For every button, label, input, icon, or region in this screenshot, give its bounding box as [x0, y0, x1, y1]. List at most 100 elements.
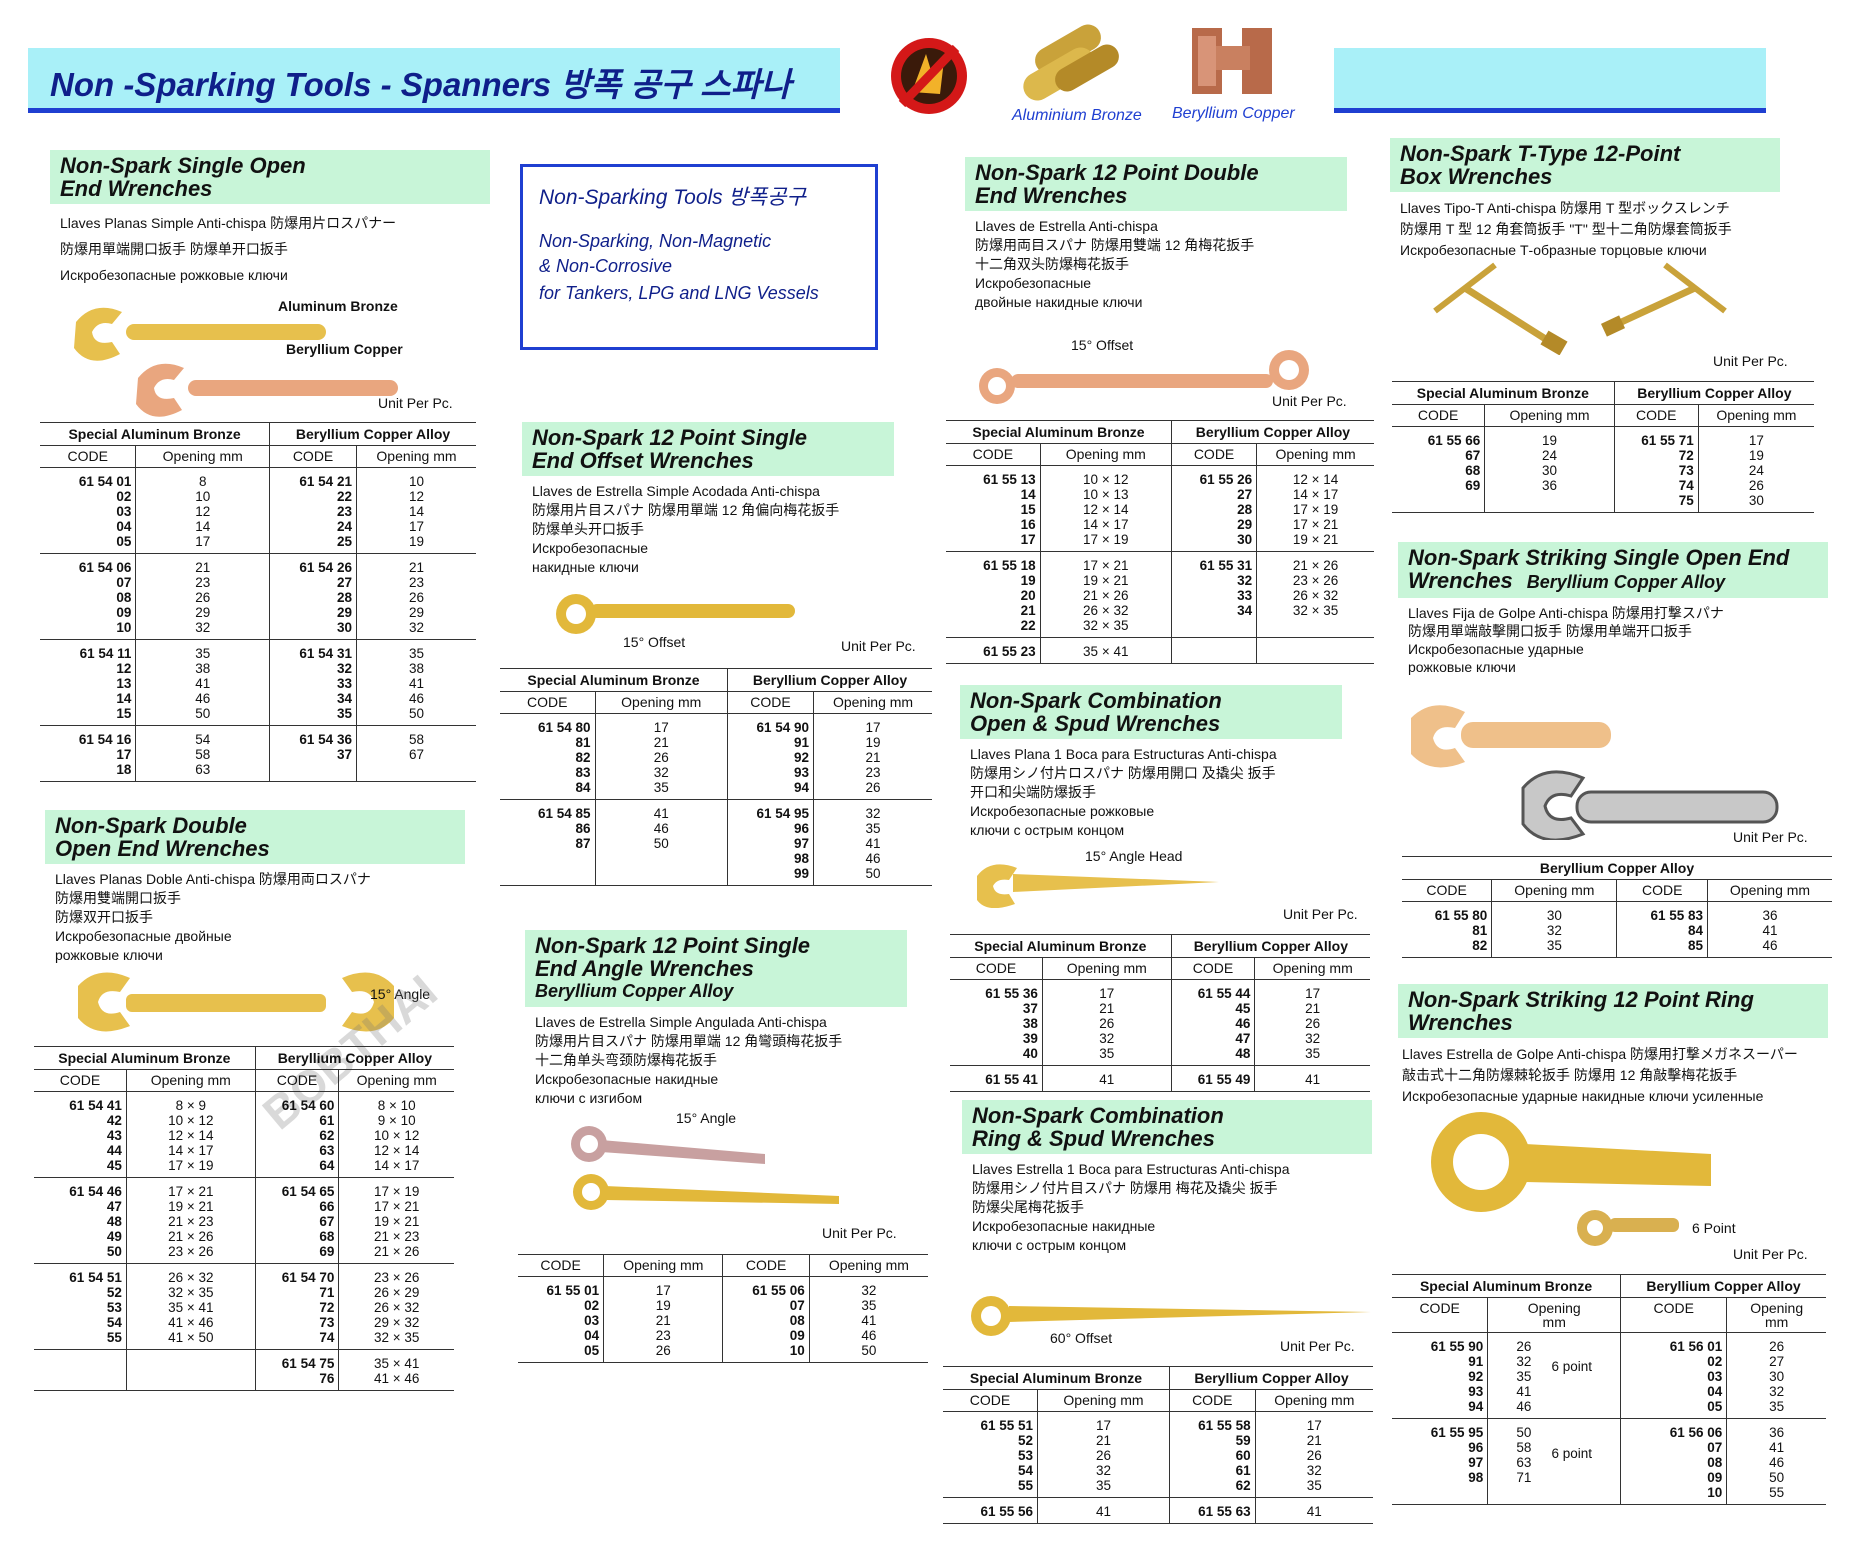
section-12pt-single-angle: Non-Spark 12 Point Single End Angle Wren…: [525, 930, 907, 1108]
cell-opening: 10 12 14 17 19: [355, 467, 476, 554]
cell-opening: [1256, 637, 1374, 664]
cell-opening: 17 19 21 23 26: [603, 1276, 723, 1363]
cell-code: 61 55 80 81 82: [1402, 901, 1492, 958]
open-spud-wrench-image: [977, 864, 1219, 908]
cell-code: 61 54 21 22 23 24 25: [269, 467, 357, 554]
section-description: Llaves Estrella de Golpe Anti-chispa 防爆用…: [1402, 1046, 1798, 1104]
cell-code: 61 55 63: [1168, 1497, 1256, 1524]
cell-opening: 41: [1037, 1497, 1170, 1524]
section-description: Llaves Fija de Golpe Anti-chispa 防爆用打撃スパ…: [1408, 605, 1724, 675]
cell-code: [34, 1349, 127, 1391]
cell-opening: 8 × 9 10 × 12 12 × 14 14 × 17 17 × 19: [125, 1091, 256, 1178]
cell-opening: 21 23 26 29 32: [355, 553, 476, 640]
col-alb: Special Aluminum Bronze: [943, 1366, 1170, 1390]
double-ring-wrench-image: [979, 350, 1309, 404]
cell-code: 61 54 75 76: [254, 1349, 339, 1391]
col-opening: Opening mm: [813, 691, 932, 714]
angle-label: 15° Angle: [676, 1110, 737, 1126]
col-code: CODE: [1392, 1297, 1488, 1333]
col-code: CODE: [269, 445, 357, 468]
cell-code: 61 54 95 96 97 98 99: [726, 799, 814, 886]
col-alb: Special Aluminum Bronze: [40, 422, 270, 446]
cell-opening: 17 21 26 32 35: [594, 713, 728, 800]
double-open-end-wrench-image: [78, 972, 394, 1032]
col-alb: Special Aluminum Bronze: [34, 1046, 256, 1070]
cell-code: 61 55 36 37 38 39 40: [950, 979, 1043, 1066]
col-code: CODE: [1392, 404, 1485, 427]
cell-code: 61 55 66 67 68 69: [1392, 426, 1485, 513]
beryllium-copper-tool-image: [1192, 28, 1272, 94]
cell-opening: 17 19 24 26 30: [1697, 426, 1814, 513]
col-opening: Opening mm: [1487, 1297, 1621, 1333]
section-12pt-double-end: Non-Spark 12 Point Double End Wrenches L…: [965, 157, 1347, 312]
section-title-text: Non-Spark 12 Point Single End Angle Wren…: [535, 933, 811, 981]
cell-opening: 17 21 26 32 35: [1037, 1411, 1170, 1498]
cell-opening: 32 35 41 46 50: [813, 799, 932, 886]
col-opening: Opening mm: [808, 1254, 928, 1277]
cell-opening: 23 × 26 26 × 29 26 × 32 29 × 32 32 × 35: [338, 1263, 454, 1350]
aluminium-bronze-bars-image: [1023, 24, 1119, 101]
cell-code: [1170, 637, 1257, 664]
cell-opening: 32 35 41 46 50: [808, 1276, 928, 1363]
col-code: CODE: [40, 445, 136, 468]
col-opening: Opening mm: [1707, 879, 1832, 902]
col-code: CODE: [1620, 1297, 1727, 1333]
col-opening: Opening mm: [594, 691, 728, 714]
section-title: Non-Spark 12 Point Double End Wrenches: [965, 157, 1347, 211]
cell-code: 61 54 60 61 62 63 64: [254, 1091, 339, 1178]
cell-code: 61 55 01 02 03 04 05: [518, 1276, 604, 1363]
cell-code: 61 54 90 91 92 93 94: [726, 713, 814, 800]
info-box-line2: & Non-Corrosive: [539, 256, 673, 276]
col-opening: Opening mm: [1254, 957, 1370, 980]
cell-code: 61 55 31 32 33 34: [1170, 551, 1257, 638]
cell-opening: 19 24 30 36: [1484, 426, 1615, 513]
col-opening: Opening mm: [603, 1254, 723, 1277]
col-becu: Beryllium Copper Alloy: [254, 1046, 454, 1070]
cell-opening: 58 67: [355, 725, 476, 782]
t-type-box-wrench-image: [1433, 262, 1727, 355]
beryllium-copper-label: Beryllium Copper: [1172, 105, 1295, 122]
cell-opening-values: 26 32 35 41 46: [1516, 1339, 1532, 1414]
section-description: Llaves de Estrella Simple Acodada Anti-c…: [532, 483, 840, 575]
section-title: Non-Spark Double Open End Wrenches: [45, 810, 465, 864]
section-double-open-end: Non-Spark Double Open End Wrenches Llave…: [45, 810, 465, 965]
col-becu: Beryllium Copper Alloy: [1613, 381, 1814, 405]
col-opening: Opening mm: [338, 1069, 454, 1092]
col-opening: Opening mm: [1484, 404, 1615, 427]
section-combination-ring-spud: Non-Spark Combination Ring & Spud Wrench…: [962, 1100, 1372, 1255]
section-title: Non-Spark Striking Single Open End Wrenc…: [1398, 542, 1828, 598]
label-aluminum-bronze: Aluminum Bronze: [278, 298, 398, 314]
label-beryllium-copper: Beryllium Copper: [286, 341, 403, 357]
cell-opening: 8 10 12 14 17: [135, 467, 270, 554]
section-striking-ring: Non-Spark Striking 12 Point Ring Wrenche…: [1398, 984, 1838, 1107]
page-title: Non -Sparking Tools - Spanners 방폭 공구 스파나: [50, 66, 792, 103]
info-box-title: Non-Sparking Tools 방폭공구: [539, 186, 806, 209]
col-alb: Special Aluminum Bronze: [1392, 381, 1615, 405]
cell-code: 61 55 23: [946, 637, 1041, 664]
cell-code: 61 54 31 32 33 34 35: [269, 639, 357, 726]
aluminium-bronze-label: Aluminium Bronze: [1012, 107, 1142, 124]
ring-spud-wrench-image: [971, 1296, 1371, 1336]
col-opening: Opening mm: [1254, 1389, 1373, 1412]
col-becu: Beryllium Copper Alloy: [1402, 856, 1832, 880]
cell-opening: 8 × 10 9 × 10 10 × 12 12 × 14 14 × 17: [338, 1091, 454, 1178]
cell-code: 61 54 41 42 43 44 45: [34, 1091, 127, 1178]
info-box-line3: for Tankers, LPG and LNG Vessels: [539, 283, 819, 303]
section-title: Non-Spark 12 Point Single End Angle Wren…: [525, 930, 907, 1007]
col-code: CODE: [1170, 443, 1257, 466]
striking-ring-wrench-image: [1431, 1112, 1711, 1246]
